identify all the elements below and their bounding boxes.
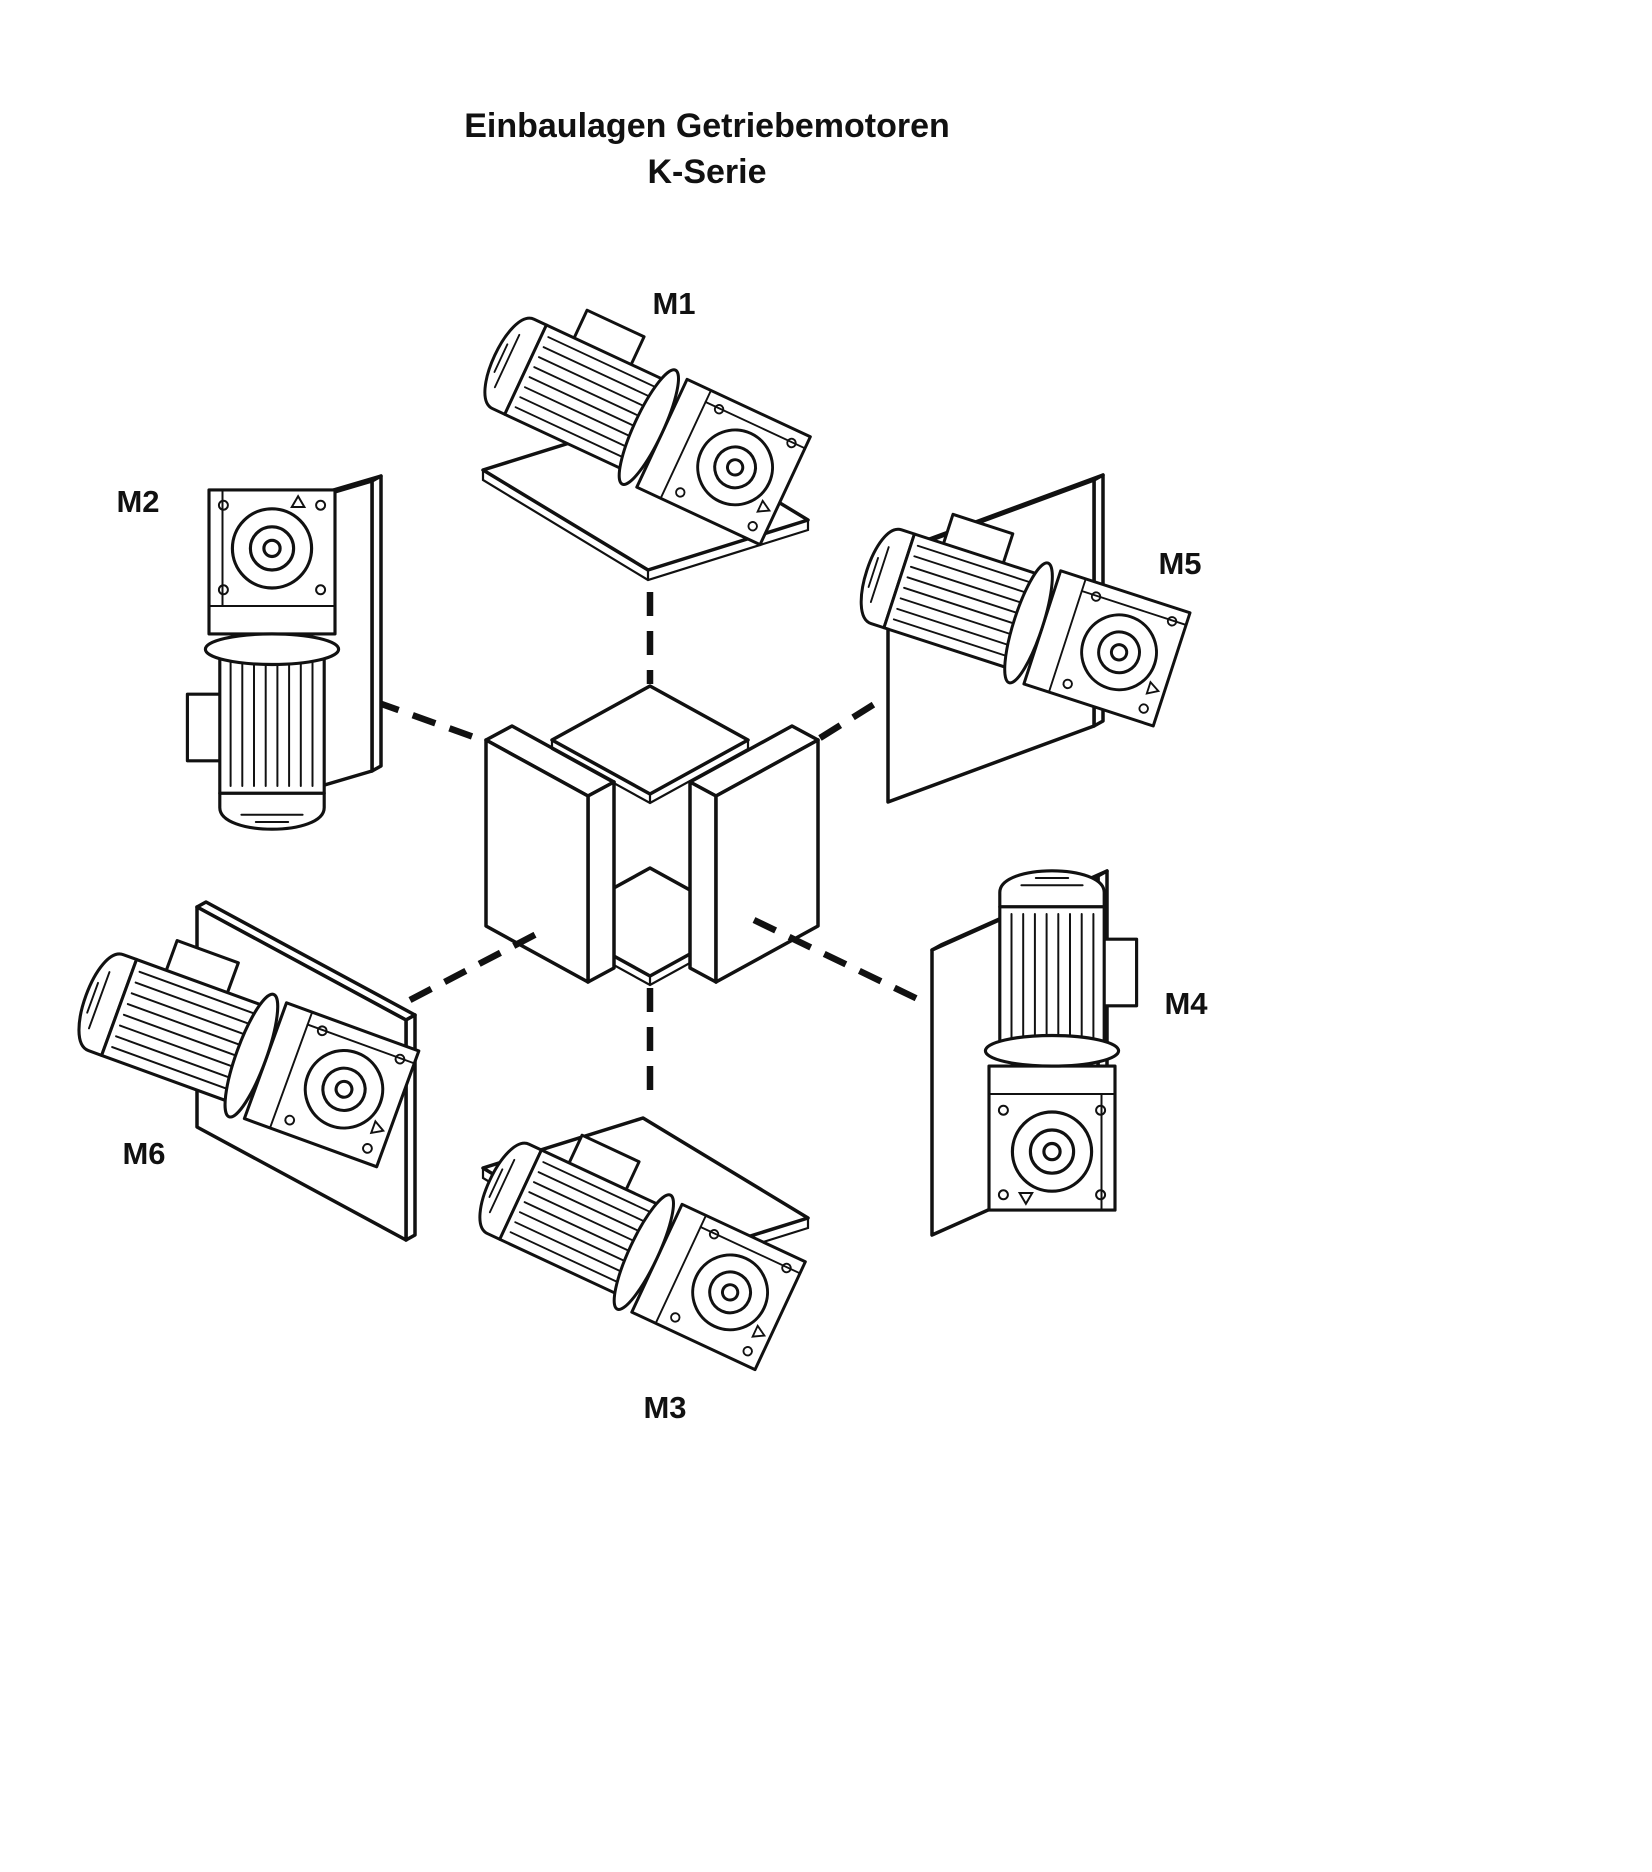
dashed-line-m2 — [374, 698, 484, 744]
diagram-title: Einbaulagen Getriebemotoren — [464, 107, 950, 145]
position-label-m2: M2 — [116, 484, 160, 519]
diagram-subtitle: K-Serie — [647, 152, 767, 191]
position-label-m4: M4 — [1164, 986, 1208, 1021]
center-cube — [484, 684, 820, 987]
dashed-line-m5 — [818, 695, 886, 741]
station-m2 — [185, 474, 383, 831]
gearmotor-m2 — [185, 488, 341, 831]
station-m3 — [461, 1106, 816, 1375]
position-label-m3: M3 — [643, 1390, 687, 1425]
station-m4 — [930, 869, 1139, 1237]
gearmotor-m4 — [983, 869, 1139, 1212]
dashed-line-m4 — [752, 917, 930, 1007]
title-block: Einbaulagen Getriebemotoren K-Serie — [0, 104, 1414, 196]
station-m6 — [62, 900, 428, 1242]
position-label-m6: M6 — [122, 1136, 166, 1171]
dashed-connectors — [374, 592, 930, 1102]
dashed-line-m6 — [408, 925, 550, 1003]
cube-left-panel — [484, 724, 616, 984]
cube-top-plate — [550, 684, 750, 805]
station-m1 — [466, 281, 821, 582]
position-label-m5: M5 — [1158, 546, 1202, 581]
station-m5 — [845, 473, 1198, 804]
position-label-m1: M1 — [652, 286, 696, 321]
